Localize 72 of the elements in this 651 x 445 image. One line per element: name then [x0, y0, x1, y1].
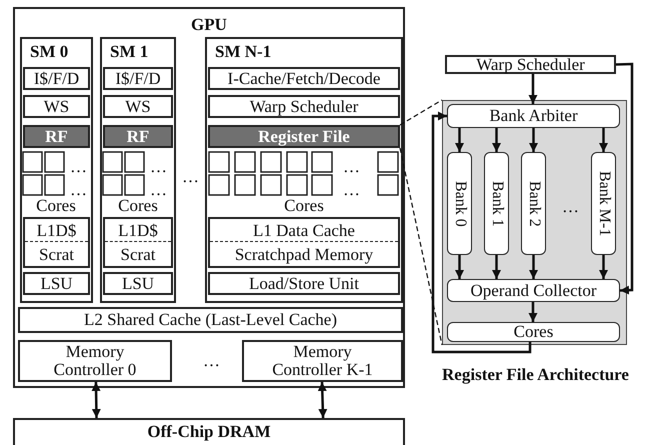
fetch-decode-box: I-Cache/Fetch/Decode: [208, 67, 400, 90]
register-file-box: RF: [103, 125, 173, 148]
memory-label: Scrat: [120, 246, 156, 263]
fetch-decode-box: I$/F/D: [103, 67, 173, 90]
dashed-line: [400, 99, 442, 126]
memory-box: Off-Chip DRAM: [13, 418, 405, 445]
arrow: [599, 128, 608, 152]
load-store-box: LSU: [23, 272, 90, 295]
arrow: [318, 382, 328, 418]
caption-text: Cores: [35, 197, 77, 214]
arrow: [616, 62, 634, 295]
memory-label: Scrat: [38, 246, 75, 263]
arrow: [492, 128, 501, 152]
cores-box: Cores: [447, 322, 620, 342]
ellipsis: …: [182, 168, 199, 185]
heading: GPU: [190, 16, 228, 33]
ellipsis: …: [150, 158, 167, 175]
controller-label: Memory Controller K-1: [271, 343, 374, 379]
controller-box: [18, 340, 172, 382]
ellipsis: …: [70, 158, 87, 175]
multiprocessor-box: [20, 37, 93, 303]
chip-box: [13, 7, 405, 388]
scheduler-box: WS: [23, 95, 90, 118]
cache-label: L1D$: [36, 222, 78, 239]
bank-box: Bank 2: [521, 152, 546, 255]
memory-label: Scratchpad Memory: [234, 246, 374, 263]
cache-box: [23, 217, 90, 268]
multiprocessor-box: [205, 37, 403, 303]
scheduler-box: WS: [103, 95, 173, 118]
ellipsis: …: [70, 181, 87, 198]
heading: Register File Architecture: [441, 366, 630, 383]
arrow: [529, 128, 538, 152]
cache-box: [208, 217, 400, 268]
caption-text: Cores: [117, 197, 159, 214]
arrow: [92, 382, 101, 418]
cache-box: L2 Shared Cache (Last-Level Cache): [18, 307, 403, 333]
cache-label: L1D$: [117, 222, 159, 239]
multiprocessor-box: [100, 37, 176, 303]
ellipsis: …: [203, 352, 220, 369]
controller-box: [242, 340, 403, 382]
register-file-box: Register File: [208, 125, 400, 148]
arrow: [492, 255, 501, 279]
arrow: [528, 302, 538, 322]
caption-text: Cores: [283, 197, 325, 214]
bank-box: Bank 1: [484, 152, 509, 255]
bank-box: Bank M-1: [591, 152, 616, 255]
dashed-line: [399, 148, 443, 346]
arrow: [455, 255, 464, 279]
heading: SM N-1: [215, 43, 272, 60]
arbiter-box: Bank Arbiter: [447, 104, 620, 128]
ellipsis: …: [150, 181, 167, 198]
arrow: [432, 112, 532, 354]
ellipsis: …: [343, 158, 360, 175]
controller-label: Memory Controller 0: [52, 343, 138, 379]
bank-box: Bank 0: [447, 152, 472, 255]
arrow: [599, 255, 608, 279]
register-file-box: RF: [23, 125, 90, 148]
ellipsis: …: [343, 181, 360, 198]
scheduler-box: Warp Scheduler: [208, 95, 400, 118]
scheduler-box: Warp Scheduler: [445, 55, 616, 74]
heading: SM 0: [30, 43, 68, 60]
cache-label: L1 Data Cache: [252, 222, 356, 239]
collector-box: Operand Collector: [447, 279, 620, 302]
cache-box: [103, 217, 173, 268]
fetch-decode-box: I$/F/D: [23, 67, 90, 90]
load-store-box: Load/Store Unit: [208, 272, 400, 295]
arrow: [529, 255, 538, 279]
load-store-box: LSU: [103, 272, 173, 295]
arrow: [528, 74, 538, 104]
heading: SM 1: [110, 43, 148, 60]
arrow: [455, 128, 464, 152]
ellipsis: …: [562, 198, 579, 215]
